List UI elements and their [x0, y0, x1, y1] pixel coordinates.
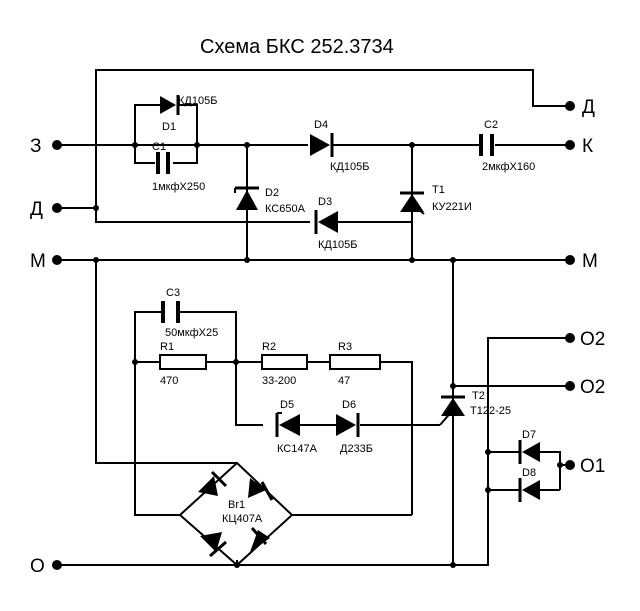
terminal-o1-dot — [565, 460, 575, 470]
terminal-o-label: О — [30, 556, 45, 577]
terminal-d-right-dot — [565, 101, 575, 111]
c3-type: 50мкфХ25 — [165, 327, 218, 339]
terminal-o2-bottom-dot — [565, 381, 575, 391]
terminal-m-right-dot — [565, 255, 575, 265]
br1-type: КЦ407А — [222, 513, 263, 525]
t1-ref: T1 — [432, 184, 445, 196]
diode-d8: D8 — [500, 467, 540, 502]
zener-d2: D2 КС650А — [234, 186, 306, 215]
r3-value: 47 — [338, 375, 350, 387]
d4-type: КД105Б — [330, 161, 369, 173]
resistor-r3: R3 47 — [329, 341, 381, 387]
d3-ref: D3 — [318, 196, 332, 208]
diode-d6: D6 Д233Б — [336, 399, 373, 455]
d1-ref: D1 — [162, 121, 176, 133]
terminal-m-right-label: М — [582, 251, 598, 272]
t2-ref: T2 — [472, 390, 485, 402]
c1-type: 1мкфХ250 — [152, 181, 205, 193]
diode-d1: КД105Б D1 — [160, 95, 217, 133]
terminal-d-left-dot — [52, 203, 62, 213]
resistor-r1: R1 470 — [159, 341, 207, 387]
d6-type: Д233Б — [340, 443, 373, 455]
terminal-m-left-dot — [52, 255, 62, 265]
r1-ref: R1 — [160, 341, 174, 353]
thyristor-t2: T2 Т122-25 — [439, 390, 511, 426]
junctions — [93, 142, 563, 568]
d1-type: КД105Б — [178, 95, 217, 107]
terminal-z-dot — [52, 140, 62, 150]
terminal-d-right-label: Д — [582, 97, 595, 118]
c2-type: 2мкфХ160 — [482, 161, 535, 173]
d4-ref: D4 — [314, 119, 328, 131]
br1-ref: Br1 — [228, 499, 245, 511]
capacitor-c1: C1 1мкфХ250 — [152, 141, 205, 193]
diode-d7: D7 — [500, 429, 540, 464]
r1-value: 470 — [160, 375, 178, 387]
c1-ref: C1 — [152, 141, 166, 153]
terminal-d-left-label: Д — [30, 199, 43, 220]
t2-type: Т122-25 — [470, 405, 511, 417]
c2-ref: C2 — [484, 119, 498, 131]
d7-ref: D7 — [522, 429, 536, 441]
r3-ref: R3 — [338, 341, 352, 353]
terminal-z-label: З — [30, 136, 41, 157]
thyristor-t1: T1 КУ221И — [400, 184, 472, 215]
resistor-r2: R2 33-200 — [261, 341, 308, 387]
d5-type: КС147А — [277, 443, 318, 455]
terminals: З Д М О Д К М О2 О2 О1 — [30, 97, 605, 577]
t1-type: КУ221И — [432, 201, 472, 213]
terminal-m-left-label: М — [30, 251, 46, 272]
d2-type: КС650А — [265, 203, 306, 215]
schematic-title: Схема БКС 252.3734 — [200, 36, 394, 58]
terminal-k-dot — [565, 140, 575, 150]
capacitor-c2: C2 2мкфХ160 — [479, 119, 535, 173]
r2-ref: R2 — [262, 341, 276, 353]
d2-ref: D2 — [265, 187, 279, 199]
diode-d4: D4 КД105Б — [310, 119, 369, 173]
d6-ref: D6 — [342, 399, 356, 411]
terminal-o1-label: О1 — [580, 456, 605, 477]
terminal-o2-top-dot — [565, 333, 575, 343]
r2-value: 33-200 — [262, 375, 296, 387]
diode-d3: D3 КД105Б — [314, 196, 357, 251]
terminal-o-dot — [52, 560, 62, 570]
capacitor-c3: C3 50мкфХ25 — [161, 287, 218, 339]
d5-ref: D5 — [280, 399, 294, 411]
terminal-o2-bottom-label: О2 — [580, 377, 605, 398]
c3-ref: C3 — [166, 287, 180, 299]
terminal-o2-top-label: О2 — [580, 329, 605, 350]
terminal-k-label: К — [582, 136, 593, 157]
d3-type: КД105Б — [318, 239, 357, 251]
zener-d5: D5 КС147А — [275, 399, 318, 455]
d8-ref: D8 — [522, 467, 536, 479]
bridge-br1: Br1 КЦ407А — [178, 461, 294, 567]
